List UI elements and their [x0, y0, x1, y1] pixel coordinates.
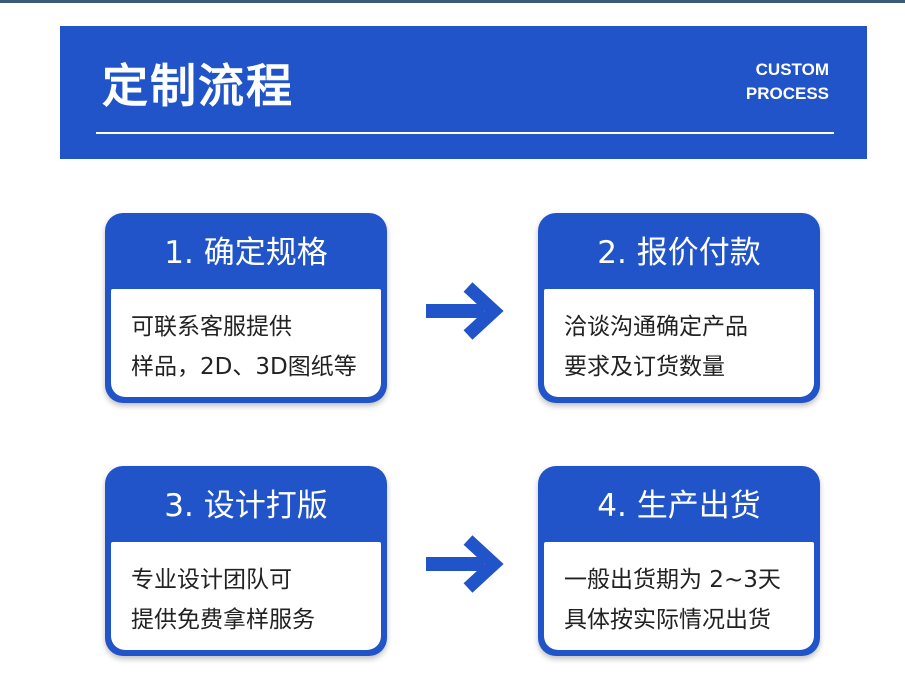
step-description-line: 样品，2D、3D图纸等	[131, 354, 357, 380]
step-description-line: 提供免费拿样服务	[131, 607, 315, 633]
step-card-1: 1. 确定规格 可联系客服提供 样品，2D、3D图纸等	[105, 213, 387, 403]
step-title: 2. 报价付款	[597, 235, 761, 271]
top-rule	[0, 0, 905, 3]
arrow-right-icon	[426, 535, 504, 593]
step-card-2: 2. 报价付款 洽谈沟通确定产品 要求及订货数量	[538, 213, 820, 403]
step-title: 1. 确定规格	[164, 235, 328, 271]
step-description: 一般出货期为 2~3天 具体按实际情况出货	[544, 542, 814, 650]
step-description: 洽谈沟通确定产品 要求及订货数量	[544, 289, 814, 397]
banner-divider	[96, 132, 834, 134]
step-description-line: 专业设计团队可	[131, 567, 292, 593]
banner-subtitle-line2: PROCESS	[745, 84, 829, 103]
step-description-line: 一般出货期为 2~3天	[564, 567, 781, 593]
banner-subtitle-line1: CUSTOM	[755, 60, 829, 79]
step-description-line: 要求及订货数量	[564, 354, 725, 380]
step-description-line: 可联系客服提供	[131, 314, 292, 340]
step-description: 专业设计团队可 提供免费拿样服务	[111, 542, 381, 650]
step-card-4: 4. 生产出货 一般出货期为 2~3天 具体按实际情况出货	[538, 466, 820, 656]
step-description-line: 洽谈沟通确定产品	[564, 314, 748, 340]
step-title: 3. 设计打版	[164, 488, 328, 524]
arrow-right-icon	[426, 282, 504, 340]
banner-subtitle: CUSTOM PROCESS	[746, 58, 829, 106]
page-title: 定制流程	[102, 59, 294, 113]
step-description: 可联系客服提供 样品，2D、3D图纸等	[111, 289, 381, 397]
step-title: 4. 生产出货	[597, 488, 761, 524]
step-description-line: 具体按实际情况出货	[564, 607, 771, 633]
step-card-3: 3. 设计打版 专业设计团队可 提供免费拿样服务	[105, 466, 387, 656]
header-banner: 定制流程 CUSTOM PROCESS	[60, 26, 867, 159]
